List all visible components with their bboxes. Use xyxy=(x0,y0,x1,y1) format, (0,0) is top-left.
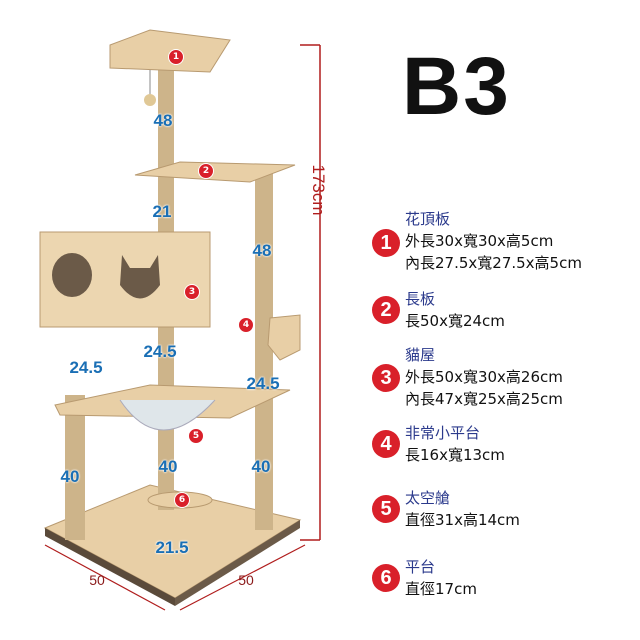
house-hole-flower xyxy=(52,253,92,297)
marker-3: 3 xyxy=(184,284,200,300)
dim-label: 21.5 xyxy=(155,538,189,557)
item-name: 長板 xyxy=(405,290,436,308)
dim-label: 40 xyxy=(60,467,80,486)
base-edge-left xyxy=(45,528,175,606)
item-spec: 內長47x寬25x高25cm xyxy=(405,390,563,408)
marker-2: 2 xyxy=(198,163,214,179)
item-spec: 長50x寬24cm xyxy=(405,312,505,330)
marker-6: 6 xyxy=(174,492,190,508)
item-number: 3 xyxy=(372,364,400,392)
space-capsule xyxy=(119,399,216,431)
dim-label: 24.5 xyxy=(246,374,280,393)
base-width-right: 50 xyxy=(238,572,254,588)
dim-label: 48 xyxy=(252,241,272,260)
marker-5: 5 xyxy=(188,428,204,444)
base-dim-left xyxy=(44,544,166,611)
base-dim-right xyxy=(179,544,306,611)
dim-label: 40 xyxy=(251,457,271,476)
dim-label: 24.5 xyxy=(143,342,177,361)
dim-label: 40 xyxy=(158,457,178,476)
house-hole-cat xyxy=(120,255,160,299)
item-number: 6 xyxy=(372,564,400,592)
item-number: 2 xyxy=(372,296,400,324)
item-spec: 外長50x寬30x高26cm xyxy=(405,368,563,386)
base-edge-right xyxy=(175,520,300,606)
dim-label: 21 xyxy=(152,202,172,221)
item-name: 太空艙 xyxy=(405,489,451,507)
marker-1: 1 xyxy=(168,49,184,65)
item-number: 5 xyxy=(372,495,400,523)
item-name: 貓屋 xyxy=(405,346,436,364)
dim-label: 48 xyxy=(153,111,173,130)
left-post xyxy=(65,395,85,540)
item-name: 花頂板 xyxy=(405,210,451,228)
small-platform xyxy=(267,314,301,361)
marker-4: 4 xyxy=(238,317,254,333)
item-spec: 內長27.5x寬27.5x高5cm xyxy=(405,254,582,272)
total-height-label: 173cm xyxy=(309,164,328,216)
base-width-left: 50 xyxy=(89,572,105,588)
model-title: B3 xyxy=(402,41,511,132)
item-number: 4 xyxy=(372,430,400,458)
item-name: 平台 xyxy=(405,558,436,576)
item-spec: 外長30x寬30x高5cm xyxy=(405,232,554,250)
hanging-ball xyxy=(144,94,156,106)
item-number: 1 xyxy=(372,229,400,257)
item-name: 非常小平台 xyxy=(405,424,481,442)
dim-label: 24.5 xyxy=(69,358,103,377)
item-spec: 長16x寬13cm xyxy=(405,446,505,464)
item-spec: 直徑17cm xyxy=(405,580,477,598)
item-spec: 直徑31x高14cm xyxy=(405,511,520,529)
long-platform xyxy=(134,161,296,183)
right-post xyxy=(255,170,273,530)
